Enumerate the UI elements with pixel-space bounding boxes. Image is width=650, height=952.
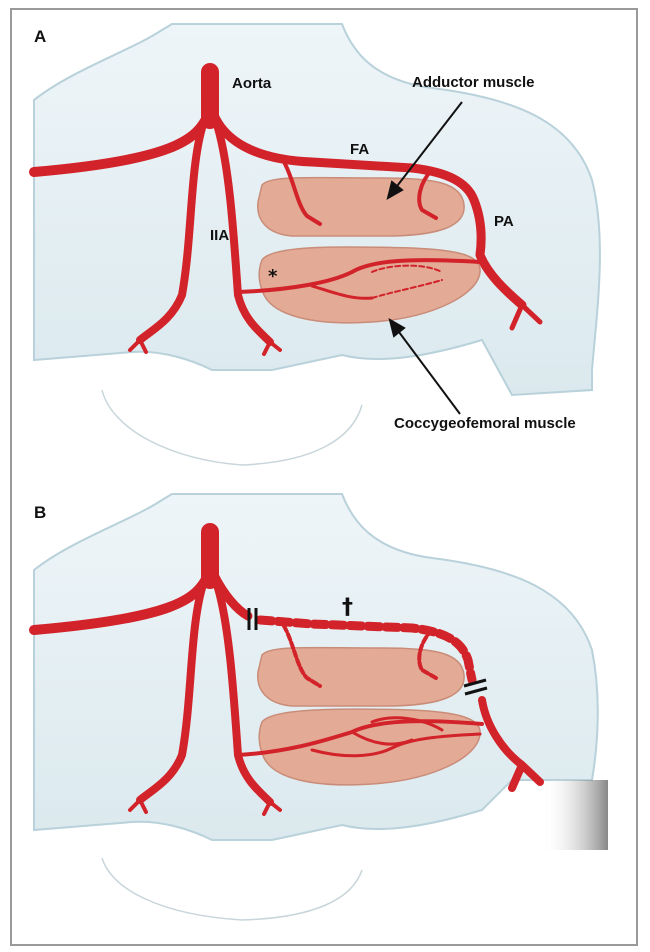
figure-frame: A Aorta Adductor muscle FA IIA PA * Cocc… bbox=[10, 8, 638, 946]
iia-label: IIA bbox=[210, 227, 229, 244]
fa-label: FA bbox=[350, 141, 369, 158]
asterisk-marker: * bbox=[268, 266, 278, 287]
adductor-muscle-shape bbox=[258, 178, 464, 236]
coccygeofemoral-muscle-label: Coccygeofemoral muscle bbox=[394, 415, 576, 432]
pa-label: PA bbox=[494, 213, 514, 230]
pelvis-outline-b bbox=[102, 858, 362, 920]
hindlimb-ischemia-diagram: A Aorta Adductor muscle FA IIA PA * Cocc… bbox=[12, 10, 636, 944]
panel-a-label: A bbox=[34, 27, 46, 46]
panel-a: A Aorta Adductor muscle FA IIA PA * Cocc… bbox=[34, 24, 600, 465]
panel-b: B † bbox=[34, 494, 608, 920]
panel-b-label: B bbox=[34, 503, 46, 522]
pelvis-outline-a bbox=[102, 390, 362, 465]
aorta-label: Aorta bbox=[232, 75, 272, 92]
cut-shading-b bbox=[542, 780, 608, 850]
adductor-muscle-label: Adductor muscle bbox=[412, 74, 535, 91]
dagger-marker: † bbox=[342, 595, 353, 620]
